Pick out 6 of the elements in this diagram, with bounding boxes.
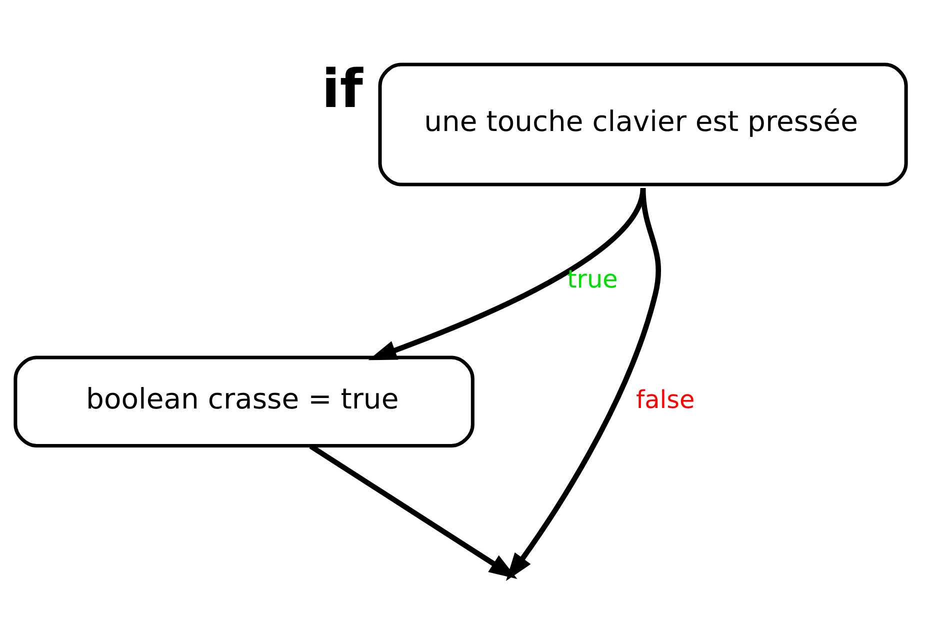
node-box: une touche clavier est pressée <box>378 62 908 186</box>
edge-label: true <box>567 264 618 293</box>
arrow <box>506 187 661 580</box>
node-box: boolean crasse = true <box>14 355 474 448</box>
edge-label: false <box>636 384 695 414</box>
node-label: if <box>322 58 363 120</box>
